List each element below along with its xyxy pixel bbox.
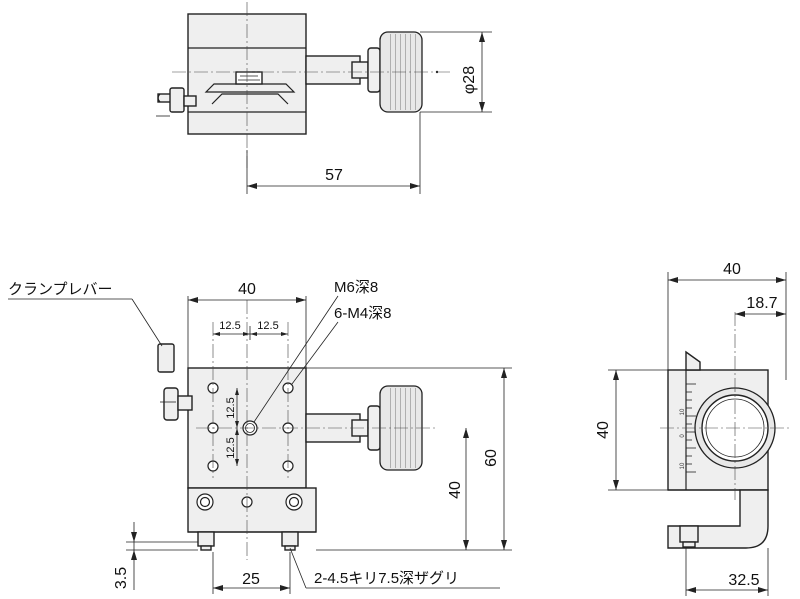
- front-callout-m6: M6深8: [334, 279, 378, 296]
- side-dim-offset: 18.7: [746, 295, 777, 312]
- side-screw: [679, 525, 699, 543]
- front-dim-pitch-v2: 12.5: [225, 437, 237, 458]
- front-dim-pitch-v1: 12.5: [225, 397, 237, 418]
- front-dim-mount-pitch: 25: [242, 571, 260, 588]
- dovetail: [204, 83, 296, 93]
- top-view: φ28 57: [156, 2, 492, 194]
- front-clamp-lever: [157, 343, 175, 373]
- side-pointer: [685, 350, 701, 371]
- top-dim-length: 57: [325, 167, 343, 184]
- front-dim-height: 60: [483, 449, 500, 467]
- side-scale-label-1: 10: [680, 408, 686, 415]
- front-callout-counterbore: 2-4.5キリ7.5深ザグリ: [314, 570, 459, 587]
- side-dim-height: 40: [595, 421, 612, 439]
- front-screw-right: [281, 531, 299, 547]
- side-scale-label-3: 10: [680, 462, 686, 469]
- front-screw-left: [197, 531, 215, 547]
- front-dim-center-height: 40: [447, 481, 464, 499]
- side-scale-ticks: [686, 383, 696, 473]
- front-view: 40 12.5 12.5 12.5 12.5 M6深8 6-M4深8 クランプレ…: [8, 279, 512, 594]
- side-view: 10 0 10 40 18.7 40 32.5: [595, 261, 790, 596]
- front-dim-pitch-right: 12.5: [257, 320, 278, 332]
- side-scale-label-2: 0: [680, 434, 686, 438]
- front-callout-m4: 6-M4深8: [334, 305, 392, 322]
- front-dim-pitch-left: 12.5: [219, 320, 240, 332]
- front-dim-width: 40: [238, 281, 256, 298]
- side-dim-base-width: 32.5: [728, 572, 759, 589]
- side-dim-width: 40: [723, 261, 741, 278]
- top-nut: [235, 71, 263, 85]
- front-callout-clamp-lever: クランプレバー: [8, 281, 113, 298]
- top-dim-knob-diameter: φ28: [461, 66, 478, 94]
- front-dim-base-thickness: 3.5: [113, 567, 130, 589]
